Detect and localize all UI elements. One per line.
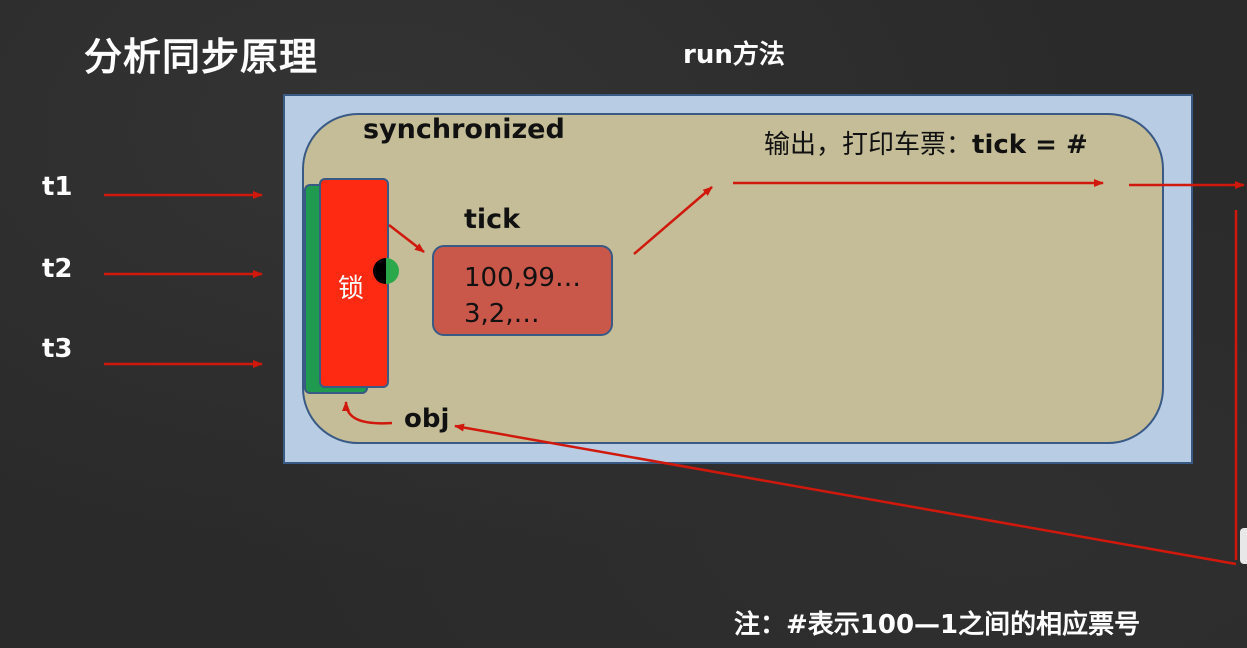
thread-t2-label: t2: [42, 254, 73, 284]
synchronized-label: synchronized: [363, 114, 565, 145]
output-code: tick = #: [972, 130, 1088, 160]
tick-label: tick: [464, 204, 521, 235]
lock-to-tick-arrow: [388, 224, 425, 253]
side-panel-tab[interactable]: [1240, 528, 1247, 564]
tick-values-line2: 3,2,…: [464, 299, 540, 329]
thread-t1-label: t1: [42, 172, 73, 202]
footnote: 注：#表示100—1之间的相应票号: [734, 610, 1141, 640]
output-prefix: 输出，打印车票：: [764, 130, 973, 160]
tick-values-line1: 100,99…: [464, 263, 581, 293]
run-method-label: run方法: [683, 40, 785, 70]
tick-box: [432, 245, 613, 336]
tick-to-output-arrow: [633, 186, 713, 255]
lock-label: 锁: [338, 274, 365, 304]
output-label: 输出，打印车票：tick = #: [764, 124, 1088, 161]
return-to-obj-arrow: [454, 423, 1237, 566]
slide-title: 分析同步原理: [84, 35, 319, 79]
obj-to-lock-arrow: [342, 401, 393, 425]
lock-front-shape: [319, 178, 389, 388]
pointer-cursor-icon: [373, 258, 399, 284]
thread-t3-label: t3: [42, 334, 73, 364]
obj-label: obj: [404, 404, 450, 434]
